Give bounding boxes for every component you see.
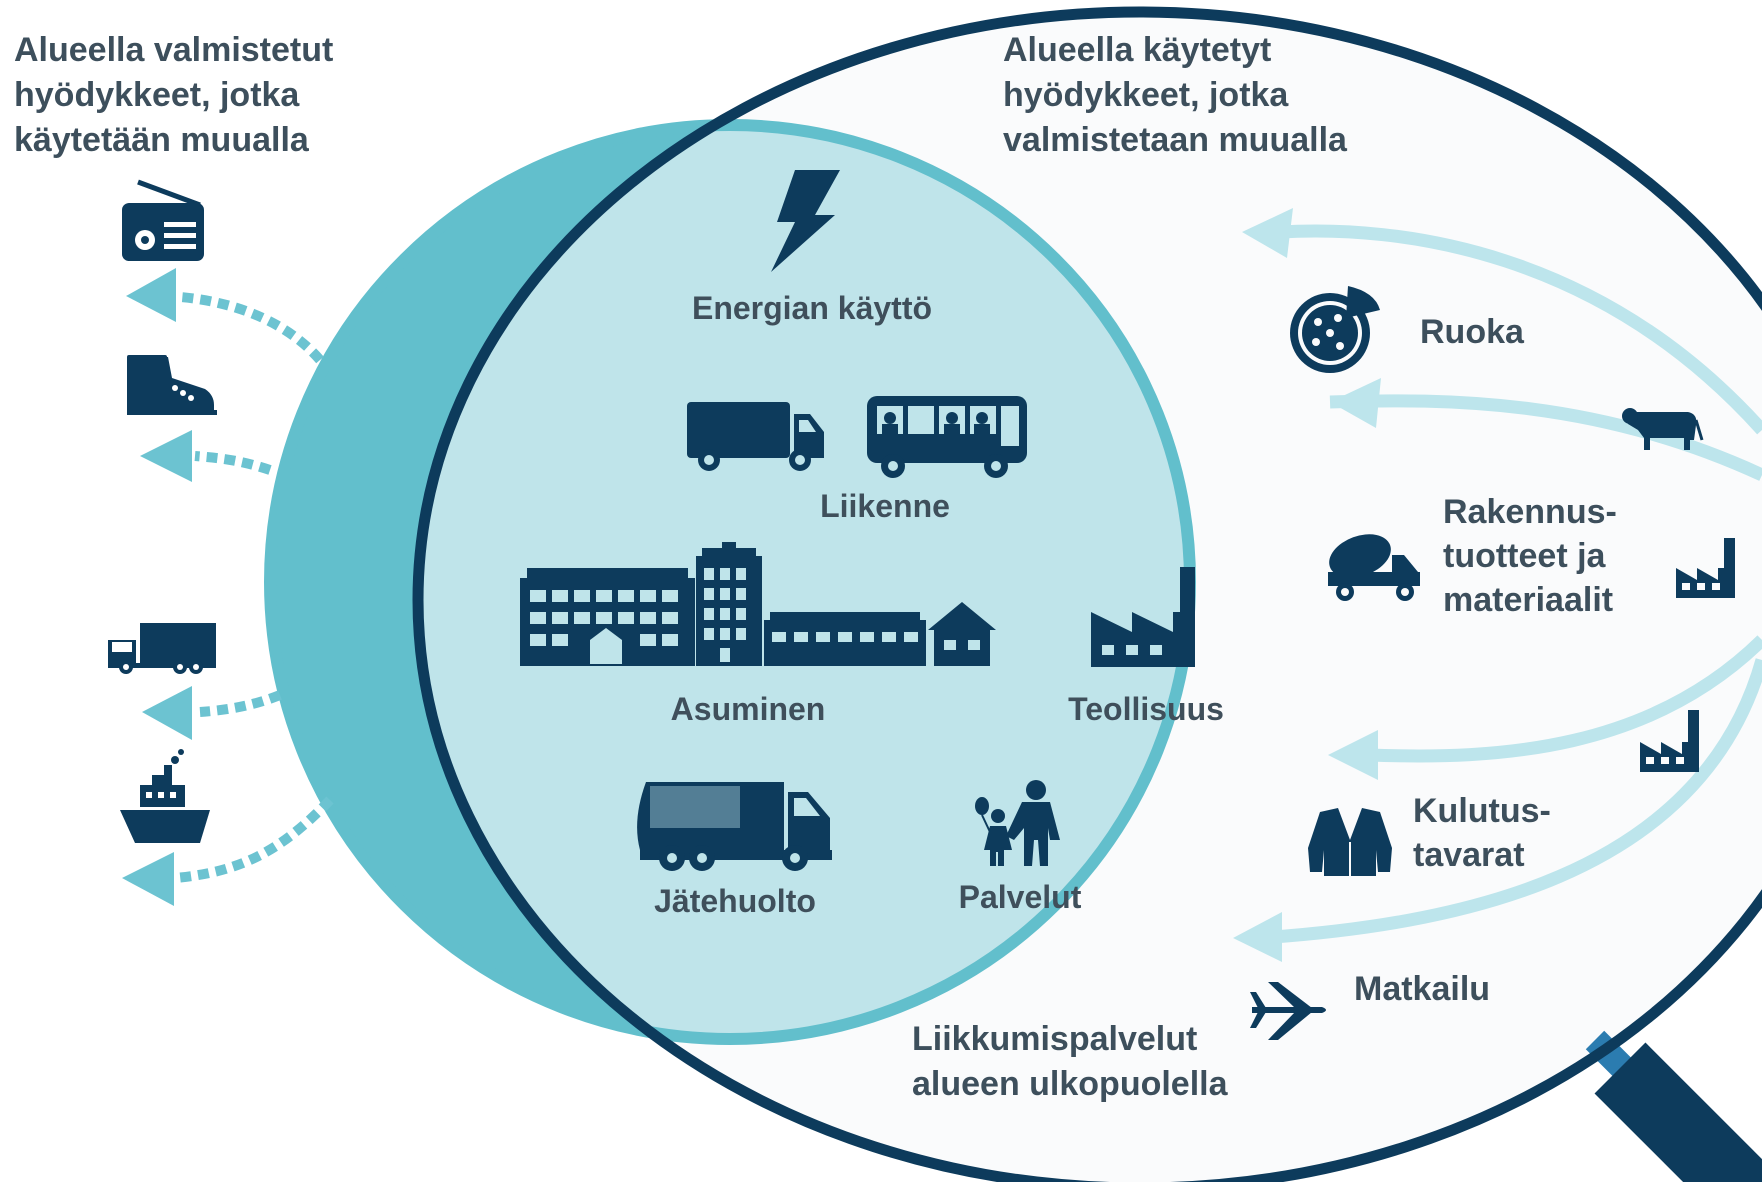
factory-icon xyxy=(1640,710,1699,772)
housing-label: Asuminen xyxy=(671,691,826,727)
arrow-head xyxy=(140,430,192,482)
jacket-icon xyxy=(1308,808,1392,876)
consumer-label-2: tavarat xyxy=(1413,836,1525,874)
tourism-label: Matkailu xyxy=(1354,970,1490,1008)
factory-icon xyxy=(1091,567,1195,667)
arrow-head xyxy=(1242,208,1293,258)
right-header-line-2: hyödykkeet, jotka xyxy=(1003,76,1289,114)
left-header-line-3: käytetään muualla xyxy=(14,121,310,159)
food-label: Ruoka xyxy=(1420,313,1525,351)
truck-icon xyxy=(108,623,216,674)
left-header-line-1: Alueella valmistetut xyxy=(14,31,333,69)
cow-icon xyxy=(1622,408,1704,450)
industry-label: Teollisuus xyxy=(1068,691,1224,727)
bus-icon xyxy=(867,396,1027,478)
outgoing-arrows xyxy=(174,292,334,883)
boot-icon xyxy=(127,355,217,415)
arrow-head xyxy=(1233,912,1282,962)
construction-label-2: tuotteet ja xyxy=(1443,537,1607,575)
traffic-label: Liikenne xyxy=(820,488,950,524)
waste-label: Jätehuolto xyxy=(654,883,816,919)
construction-label-1: Rakennus- xyxy=(1443,493,1617,531)
truck-icon xyxy=(687,402,824,471)
airplane-icon xyxy=(1250,982,1326,1040)
incoming-arrows xyxy=(1259,224,1762,945)
arrow-head xyxy=(126,268,176,322)
arrow-head xyxy=(1328,730,1378,780)
arrow-head xyxy=(1330,378,1381,428)
arrow-head xyxy=(122,852,174,906)
factory-icon xyxy=(1676,538,1735,598)
services-label: Palvelut xyxy=(959,879,1082,915)
buildings-windows xyxy=(530,568,980,664)
right-header-line-3: valmistetaan muualla xyxy=(1003,121,1348,159)
construction-label-3: materiaalit xyxy=(1443,581,1613,619)
parent-child-icon xyxy=(975,780,1060,866)
right-header-line-1: Alueella käytetyt xyxy=(1003,31,1271,69)
cement-mixer-icon xyxy=(1328,534,1420,601)
magnifier-rim xyxy=(412,6,1762,1182)
ship-icon xyxy=(120,749,210,843)
consumer-label-1: Kulutus- xyxy=(1413,792,1551,830)
magnifier-handle xyxy=(1585,1030,1762,1182)
radio-icon xyxy=(122,179,204,261)
garbage-truck-icon xyxy=(637,782,832,871)
mobility-label-2: alueen ulkopuolella xyxy=(912,1065,1229,1103)
pizza-icon xyxy=(1290,286,1380,373)
mobility-label-1: Liikkumispalvelut xyxy=(912,1020,1197,1058)
arrow-head xyxy=(142,686,192,740)
energy-label: Energian käyttö xyxy=(692,290,932,326)
lightning-icon xyxy=(771,170,840,272)
left-header-line-2: hyödykkeet, jotka xyxy=(14,76,300,114)
